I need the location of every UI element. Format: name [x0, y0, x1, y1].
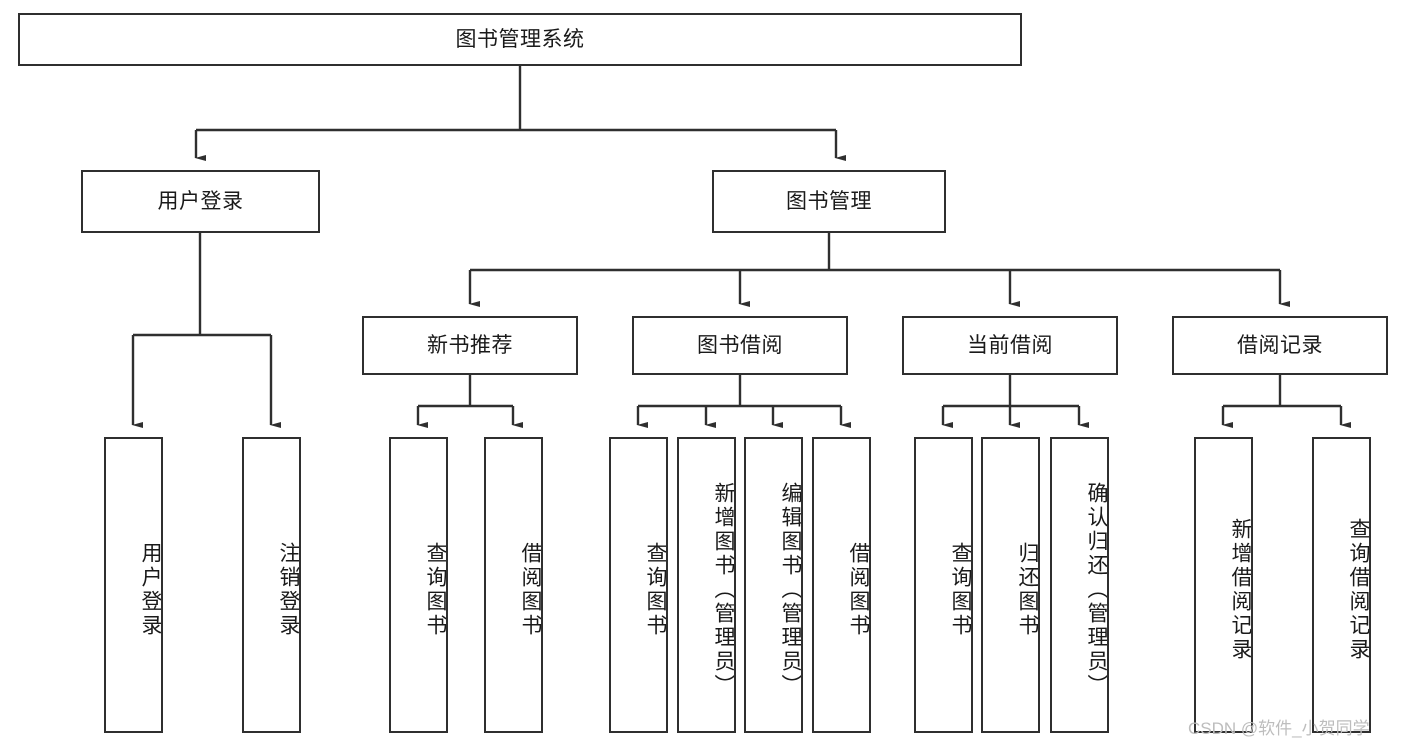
leaf-user-login-signout[interactable]: 注销登录 [242, 437, 301, 733]
leaf-new-book-query[interactable]: 查询图书 [389, 437, 448, 733]
leaf-label: 归还图书 [1016, 542, 1039, 638]
leaf-label: 注销登录 [277, 542, 300, 638]
csdn-watermark: CSDN @软件_小贺同学 [1188, 719, 1370, 738]
leaf-book-borrow-borrow[interactable]: 借阅图书 [812, 437, 871, 733]
leaf-borrow-record-query[interactable]: 查询借阅记录 [1312, 437, 1371, 733]
node-borrow-record[interactable]: 借阅记录 [1172, 316, 1388, 375]
node-new-book-recommend[interactable]: 新书推荐 [362, 316, 578, 375]
node-book-borrow[interactable]: 图书借阅 [632, 316, 848, 375]
leaf-label: 新增借阅记录 [1229, 518, 1252, 662]
leaf-current-borrow-confirm-return[interactable]: 确认归还（管理员） [1050, 437, 1109, 733]
leaf-current-borrow-query[interactable]: 查询图书 [914, 437, 973, 733]
leaf-current-borrow-return[interactable]: 归还图书 [981, 437, 1040, 733]
node-current-borrow[interactable]: 当前借阅 [902, 316, 1118, 375]
leaf-label: 借阅图书 [519, 542, 542, 638]
leaf-book-borrow-query[interactable]: 查询图书 [609, 437, 668, 733]
leaf-label: 编辑图书（管理员） [779, 482, 802, 698]
leaf-borrow-record-add[interactable]: 新增借阅记录 [1194, 437, 1253, 733]
leaf-label: 查询图书 [644, 542, 667, 638]
leaf-label: 查询图书 [949, 542, 972, 638]
leaf-label: 查询图书 [424, 542, 447, 638]
leaf-label: 借阅图书 [847, 542, 870, 638]
leaf-label: 用户登录 [139, 542, 162, 638]
leaf-label: 查询借阅记录 [1347, 518, 1370, 662]
leaf-label: 新增图书（管理员） [712, 482, 735, 698]
leaf-book-borrow-add[interactable]: 新增图书（管理员） [677, 437, 736, 733]
node-user-login[interactable]: 用户登录 [81, 170, 320, 233]
leaf-label: 确认归还（管理员） [1085, 482, 1108, 698]
node-root-system[interactable]: 图书管理系统 [18, 13, 1022, 66]
leaf-book-borrow-edit[interactable]: 编辑图书（管理员） [744, 437, 803, 733]
leaf-new-book-borrow[interactable]: 借阅图书 [484, 437, 543, 733]
leaf-user-login-signin[interactable]: 用户登录 [104, 437, 163, 733]
node-book-management[interactable]: 图书管理 [712, 170, 946, 233]
